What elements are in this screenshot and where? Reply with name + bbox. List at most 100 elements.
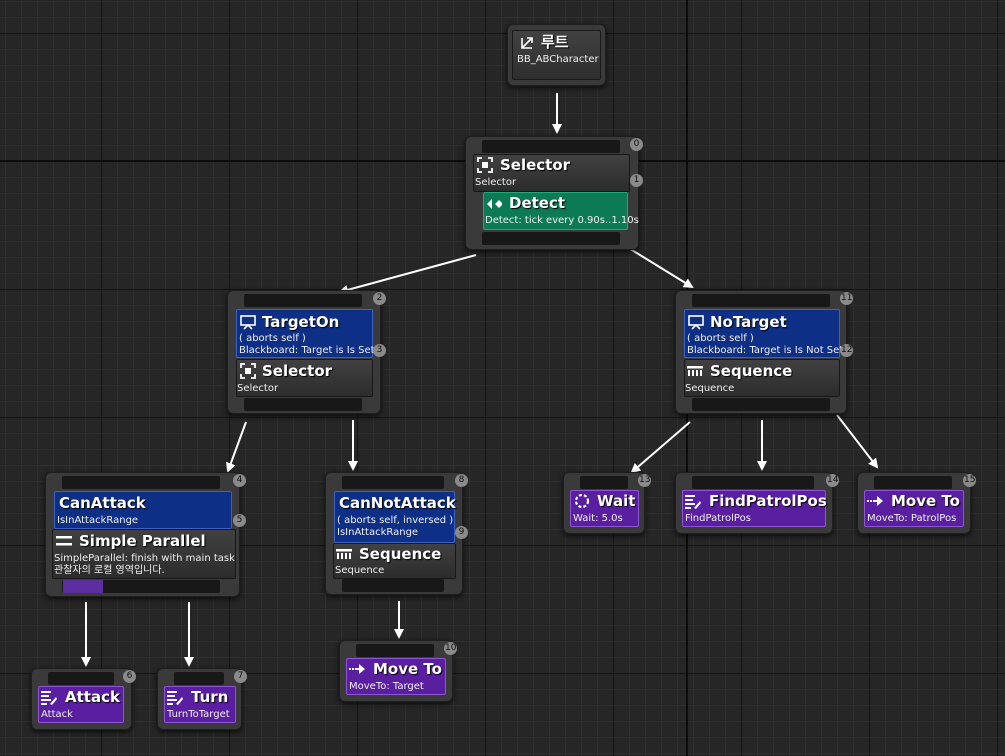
- input-pin[interactable]: [580, 476, 628, 489]
- input-pin[interactable]: [342, 476, 444, 489]
- cannotattack-decorator-card[interactable]: [334, 491, 455, 543]
- moveto-target-sub: MoveTo: Target: [349, 681, 424, 692]
- moveto-patrol-task-node[interactable]: Move To MoveTo: PatrolPos 15: [857, 472, 977, 534]
- root-title: 루트: [541, 33, 569, 51]
- wait-icon: [574, 493, 590, 509]
- moveto-patrol-title: Move To: [891, 492, 960, 510]
- targeton-decorator-card[interactable]: [236, 309, 373, 358]
- composite-index: 9: [455, 526, 468, 539]
- input-pin[interactable]: [174, 672, 224, 685]
- edge-selector-targeton: [338, 254, 477, 295]
- output-pin[interactable]: [692, 398, 830, 411]
- simple-parallel-title: Simple Parallel: [79, 532, 206, 550]
- task-icon: [685, 495, 701, 509]
- input-pin[interactable]: [692, 476, 814, 489]
- composite-index: 3: [373, 344, 386, 357]
- service-index: 1: [630, 174, 643, 187]
- notarget-line2: Blackboard: Target is Is Not Set: [687, 345, 844, 356]
- turn-sub: TurnToTarget: [167, 709, 230, 720]
- selector-main-node[interactable]: Selector Selector Detect Detect: tick ev…: [465, 136, 643, 250]
- cannotattack-node[interactable]: CanNotAttack ( aborts self, inversed ) I…: [325, 472, 468, 595]
- edge-notarget-moveto: [836, 414, 879, 469]
- targeton-selector-card[interactable]: [236, 359, 373, 397]
- cannotattack-title: CanNotAttack: [339, 494, 456, 512]
- targeton-node[interactable]: TargetOn ( aborts self ) Blackboard: Tar…: [227, 290, 386, 414]
- edge-selector-notarget: [626, 246, 694, 289]
- node-index: 2: [373, 292, 386, 305]
- root-icon: [521, 37, 533, 49]
- cannotattack-line2: IsInAttackRange: [337, 527, 419, 538]
- cannotattack-line1: ( aborts self, inversed ): [337, 515, 454, 526]
- root-node[interactable]: 루트 BB_ABCharacter: [507, 24, 606, 86]
- node-index: 0: [630, 138, 643, 151]
- node-index: 8: [455, 474, 468, 487]
- selector-main-sub: Selector: [475, 177, 517, 188]
- notarget-node[interactable]: NoTarget ( aborts self ) Blackboard: Tar…: [675, 290, 854, 414]
- task-icon: [41, 691, 57, 705]
- wait-task-card: [570, 490, 639, 527]
- node-index: 6: [123, 670, 136, 683]
- targeton-selector-sub: Selector: [237, 383, 279, 394]
- edge-targeton-canattack: [226, 421, 247, 473]
- output-pin[interactable]: [482, 232, 620, 245]
- service-icon: [487, 199, 502, 209]
- root-blackboard: BB_ABCharacter: [517, 54, 599, 65]
- notarget-decorator-card[interactable]: [684, 309, 840, 358]
- turn-task-node[interactable]: Turn TurnToTarget 7: [157, 668, 247, 730]
- targeton-line2: Blackboard: Target is Is Set: [239, 345, 375, 356]
- attack-task-node[interactable]: Attack Attack 6: [31, 668, 136, 730]
- notarget-sequence-title: Sequence: [710, 362, 793, 380]
- selector-icon: [240, 363, 256, 379]
- selector-icon: [477, 157, 493, 173]
- selector-main-card: [473, 154, 630, 192]
- selector-main-title: Selector: [500, 156, 571, 174]
- output-pin[interactable]: [342, 579, 444, 592]
- cannotattack-sequence-card[interactable]: [333, 543, 456, 579]
- input-pin[interactable]: [62, 476, 220, 489]
- move-to-icon: [349, 664, 365, 674]
- decorator-icon: [688, 315, 704, 330]
- wait-sub: Wait: 5.0s: [573, 513, 623, 524]
- canattack-decorator-card[interactable]: [54, 491, 232, 529]
- canattack-node[interactable]: CanAttack IsInAttackRange Simple Paralle…: [45, 472, 246, 597]
- moveto-patrol-task-card: [864, 490, 964, 527]
- attack-sub: Attack: [41, 709, 73, 720]
- input-pin[interactable]: [48, 672, 114, 685]
- findpatrol-task-card: [682, 490, 826, 527]
- node-index: 14: [826, 474, 840, 487]
- decorator-icon: [240, 315, 256, 330]
- input-pin[interactable]: [874, 476, 952, 489]
- simple-parallel-line2: 관찰자의 로컬 영역입니다.: [54, 565, 165, 576]
- main-task-pin[interactable]: [63, 580, 103, 593]
- notarget-sequence-card[interactable]: [684, 359, 840, 397]
- input-pin[interactable]: [482, 140, 620, 153]
- simple-parallel-card[interactable]: [52, 529, 236, 579]
- canattack-title: CanAttack: [59, 494, 146, 512]
- canattack-line1: IsInAttackRange: [57, 515, 139, 526]
- attack-title: Attack: [65, 688, 120, 706]
- turn-title: Turn: [191, 688, 229, 706]
- root-card: [512, 30, 601, 80]
- task-icon: [167, 691, 183, 705]
- input-pin[interactable]: [244, 294, 362, 307]
- wait-task-node[interactable]: Wait Wait: 5.0s 13: [563, 472, 652, 534]
- composite-index: 5: [233, 514, 246, 527]
- composite-index: 12: [840, 344, 854, 357]
- moveto-patrol-sub: MoveTo: PatrolPos: [867, 513, 957, 524]
- moveto-target-task-node[interactable]: Move To MoveTo: Target 10: [339, 640, 458, 702]
- notarget-line1: ( aborts self ): [687, 333, 754, 344]
- detect-service-card[interactable]: [483, 192, 628, 230]
- input-pin[interactable]: [692, 294, 830, 307]
- edge-notarget-wait: [630, 421, 691, 474]
- node-index: 11: [840, 292, 854, 305]
- moveto-target-task-card: [346, 658, 446, 695]
- moveto-target-title: Move To: [373, 660, 442, 678]
- findpatrol-task-node[interactable]: FindPatrolPos FindPatrolPos 14: [675, 472, 840, 534]
- input-pin[interactable]: [356, 644, 434, 657]
- node-index: 7: [234, 670, 247, 683]
- output-pin[interactable]: [244, 398, 362, 411]
- notarget-title: NoTarget: [710, 313, 787, 331]
- simple-parallel-line1: SimpleParallel: finish with main task: [54, 553, 235, 564]
- move-to-icon: [867, 496, 883, 506]
